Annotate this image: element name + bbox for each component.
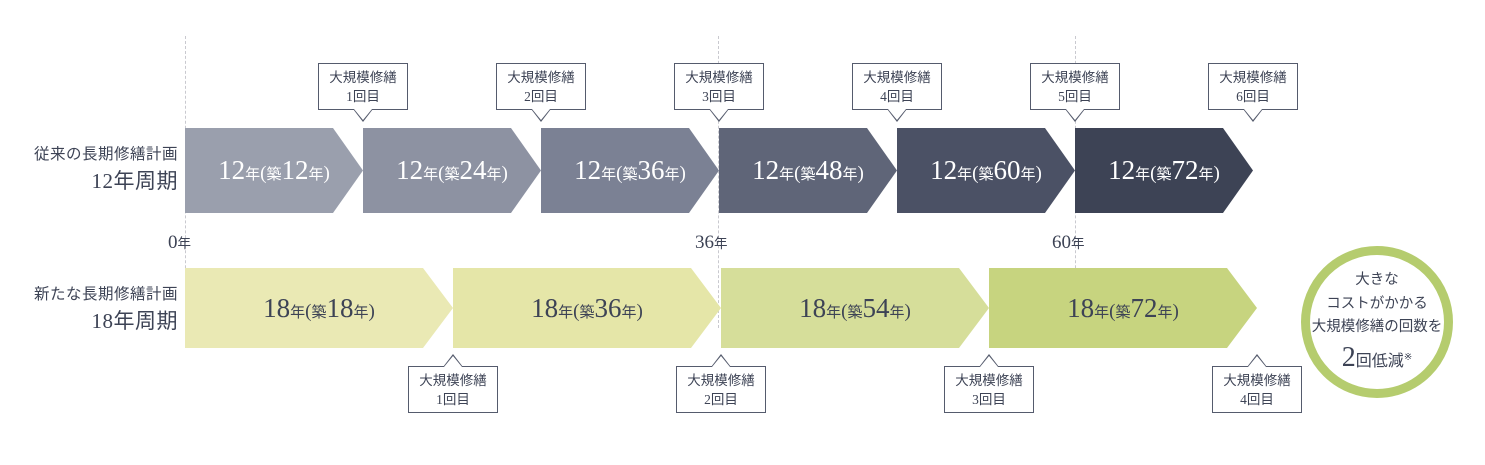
callout-conventional-1-line2: 1回目 <box>346 89 380 105</box>
callout-conventional-3-line1: 大規模修繕 <box>685 70 753 85</box>
arrow-new-2-text: 18年(築36年) <box>531 292 643 323</box>
arrow-conventional-1[interactable]: 12年(築12年) <box>185 128 363 213</box>
callout-conventional-2-line1: 大規模修繕 <box>507 70 575 85</box>
tick-year-60: 60年 <box>1052 232 1085 253</box>
callout-conventional-6-line1: 大規模修繕 <box>1219 70 1287 85</box>
row-label-conventional-line2: 12年周期 <box>91 169 178 194</box>
arrow-shape-icon <box>453 268 721 348</box>
tick-year-36: 36年 <box>695 232 728 253</box>
callout-conventional-5-line2: 5回目 <box>1058 89 1092 105</box>
arrow-shape-icon <box>1075 128 1253 213</box>
callout-conventional-3-line2: 3回目 <box>702 89 736 105</box>
callout-conventional-2-line2: 2回目 <box>524 89 558 105</box>
arrow-conventional-6-text: 12年(築72年) <box>1108 155 1220 185</box>
tick-year-0: 0年 <box>168 232 191 253</box>
callout-new-1-line1: 大規模修繕 <box>419 373 487 388</box>
badge-line-2: コストがかかる <box>1326 295 1428 312</box>
callout-new-4[interactable]: 大規模修繕 4回目 <box>1212 353 1302 414</box>
arrow-new-1-text: 18年(築18年) <box>263 292 375 323</box>
callout-conventional-1-line1: 大規模修繕 <box>329 70 397 85</box>
badge-line-4: 2回低減※ <box>1312 340 1443 375</box>
arrow-new-2[interactable]: 18年(築36年) <box>453 268 721 348</box>
callout-conventional-4[interactable]: 大規模修繕 4回目 <box>852 63 942 123</box>
arrow-shape-icon <box>989 268 1257 348</box>
callout-new-3[interactable]: 大規模修繕 3回目 <box>944 353 1034 414</box>
callout-conventional-4-line1: 大規模修繕 <box>863 70 931 85</box>
arrow-conventional-3-text: 12年(築36年) <box>574 155 686 185</box>
arrow-shape-icon <box>363 128 541 213</box>
callout-new-2[interactable]: 大規模修繕 2回目 <box>676 353 766 414</box>
callout-new-3-line1: 大規模修繕 <box>955 373 1023 388</box>
arrow-new-4-text: 18年(築72年) <box>1067 292 1179 323</box>
callout-conventional-3[interactable]: 大規模修繕 3回目 <box>674 63 764 123</box>
callout-new-4-line1: 大規模修繕 <box>1223 373 1291 388</box>
callout-conventional-6[interactable]: 大規模修繕 6回目 <box>1208 63 1298 123</box>
arrow-shape-icon <box>897 128 1075 213</box>
arrow-new-4[interactable]: 18年(築72年) <box>989 268 1257 348</box>
callout-conventional-4-line2: 4回目 <box>880 89 914 105</box>
arrow-conventional-5-text: 12年(築60年) <box>930 155 1042 185</box>
badge-reduction-unit: 回低減 <box>1355 352 1404 370</box>
badge-asterisk: ※ <box>1403 351 1413 363</box>
row-label-new-line2: 18年周期 <box>91 309 178 334</box>
arrow-new-3[interactable]: 18年(築54年) <box>721 268 989 348</box>
row-label-new: 新たな長期修繕計画 18年周期 <box>0 284 178 337</box>
row-label-conventional: 従来の長期修繕計画 12年周期 <box>0 144 178 197</box>
guide-line-year-36 <box>718 36 719 328</box>
arrow-conventional-4-text: 12年(築48年) <box>752 155 864 185</box>
arrow-shape-icon <box>721 268 989 348</box>
arrow-shape-icon <box>719 128 897 213</box>
callout-conventional-5-line1: 大規模修繕 <box>1041 70 1109 85</box>
callout-new-2-line2: 2回目 <box>704 392 738 408</box>
callout-conventional-6-line2: 6回目 <box>1236 89 1270 105</box>
badge-line-1: 大きな <box>1355 272 1399 289</box>
cost-reduction-badge: 大きな コストがかかる 大規模修繕の回数を 2回低減※ <box>1301 246 1453 398</box>
arrow-conventional-4[interactable]: 12年(築48年) <box>719 128 897 213</box>
row-label-conventional-line1: 従来の長期修繕計画 <box>33 146 178 163</box>
callout-conventional-1[interactable]: 大規模修繕 1回目 <box>318 63 408 123</box>
row-label-new-line1: 新たな長期修繕計画 <box>33 286 178 303</box>
arrow-shape-icon <box>185 128 363 213</box>
cost-reduction-badge-text: 大きな コストがかかる 大規模修繕の回数を 2回低減※ <box>1312 269 1443 374</box>
arrow-shape-icon <box>541 128 719 213</box>
callout-new-1[interactable]: 大規模修繕 1回目 <box>408 353 498 414</box>
callout-new-3-line2: 3回目 <box>972 392 1006 408</box>
callout-new-1-line2: 1回目 <box>436 392 470 408</box>
badge-line-3: 大規模修繕の回数を <box>1311 319 1443 336</box>
arrow-conventional-3[interactable]: 12年(築36年) <box>541 128 719 213</box>
callout-conventional-5[interactable]: 大規模修繕 5回目 <box>1030 63 1120 123</box>
arrow-shape-icon <box>185 268 453 348</box>
callout-new-2-line1: 大規模修繕 <box>687 373 755 388</box>
arrow-conventional-2-text: 12年(築24年) <box>396 155 508 185</box>
arrow-conventional-6[interactable]: 12年(築72年) <box>1075 128 1253 213</box>
callout-conventional-2[interactable]: 大規模修繕 2回目 <box>496 63 586 123</box>
callout-new-4-line2: 4回目 <box>1240 392 1274 408</box>
arrow-new-1[interactable]: 18年(築18年) <box>185 268 453 348</box>
arrow-conventional-5[interactable]: 12年(築60年) <box>897 128 1075 213</box>
arrow-conventional-1-text: 12年(築12年) <box>218 155 330 185</box>
badge-reduction-count: 2 <box>1341 341 1356 373</box>
arrow-conventional-2[interactable]: 12年(築24年) <box>363 128 541 213</box>
arrow-new-3-text: 18年(築54年) <box>799 292 911 323</box>
